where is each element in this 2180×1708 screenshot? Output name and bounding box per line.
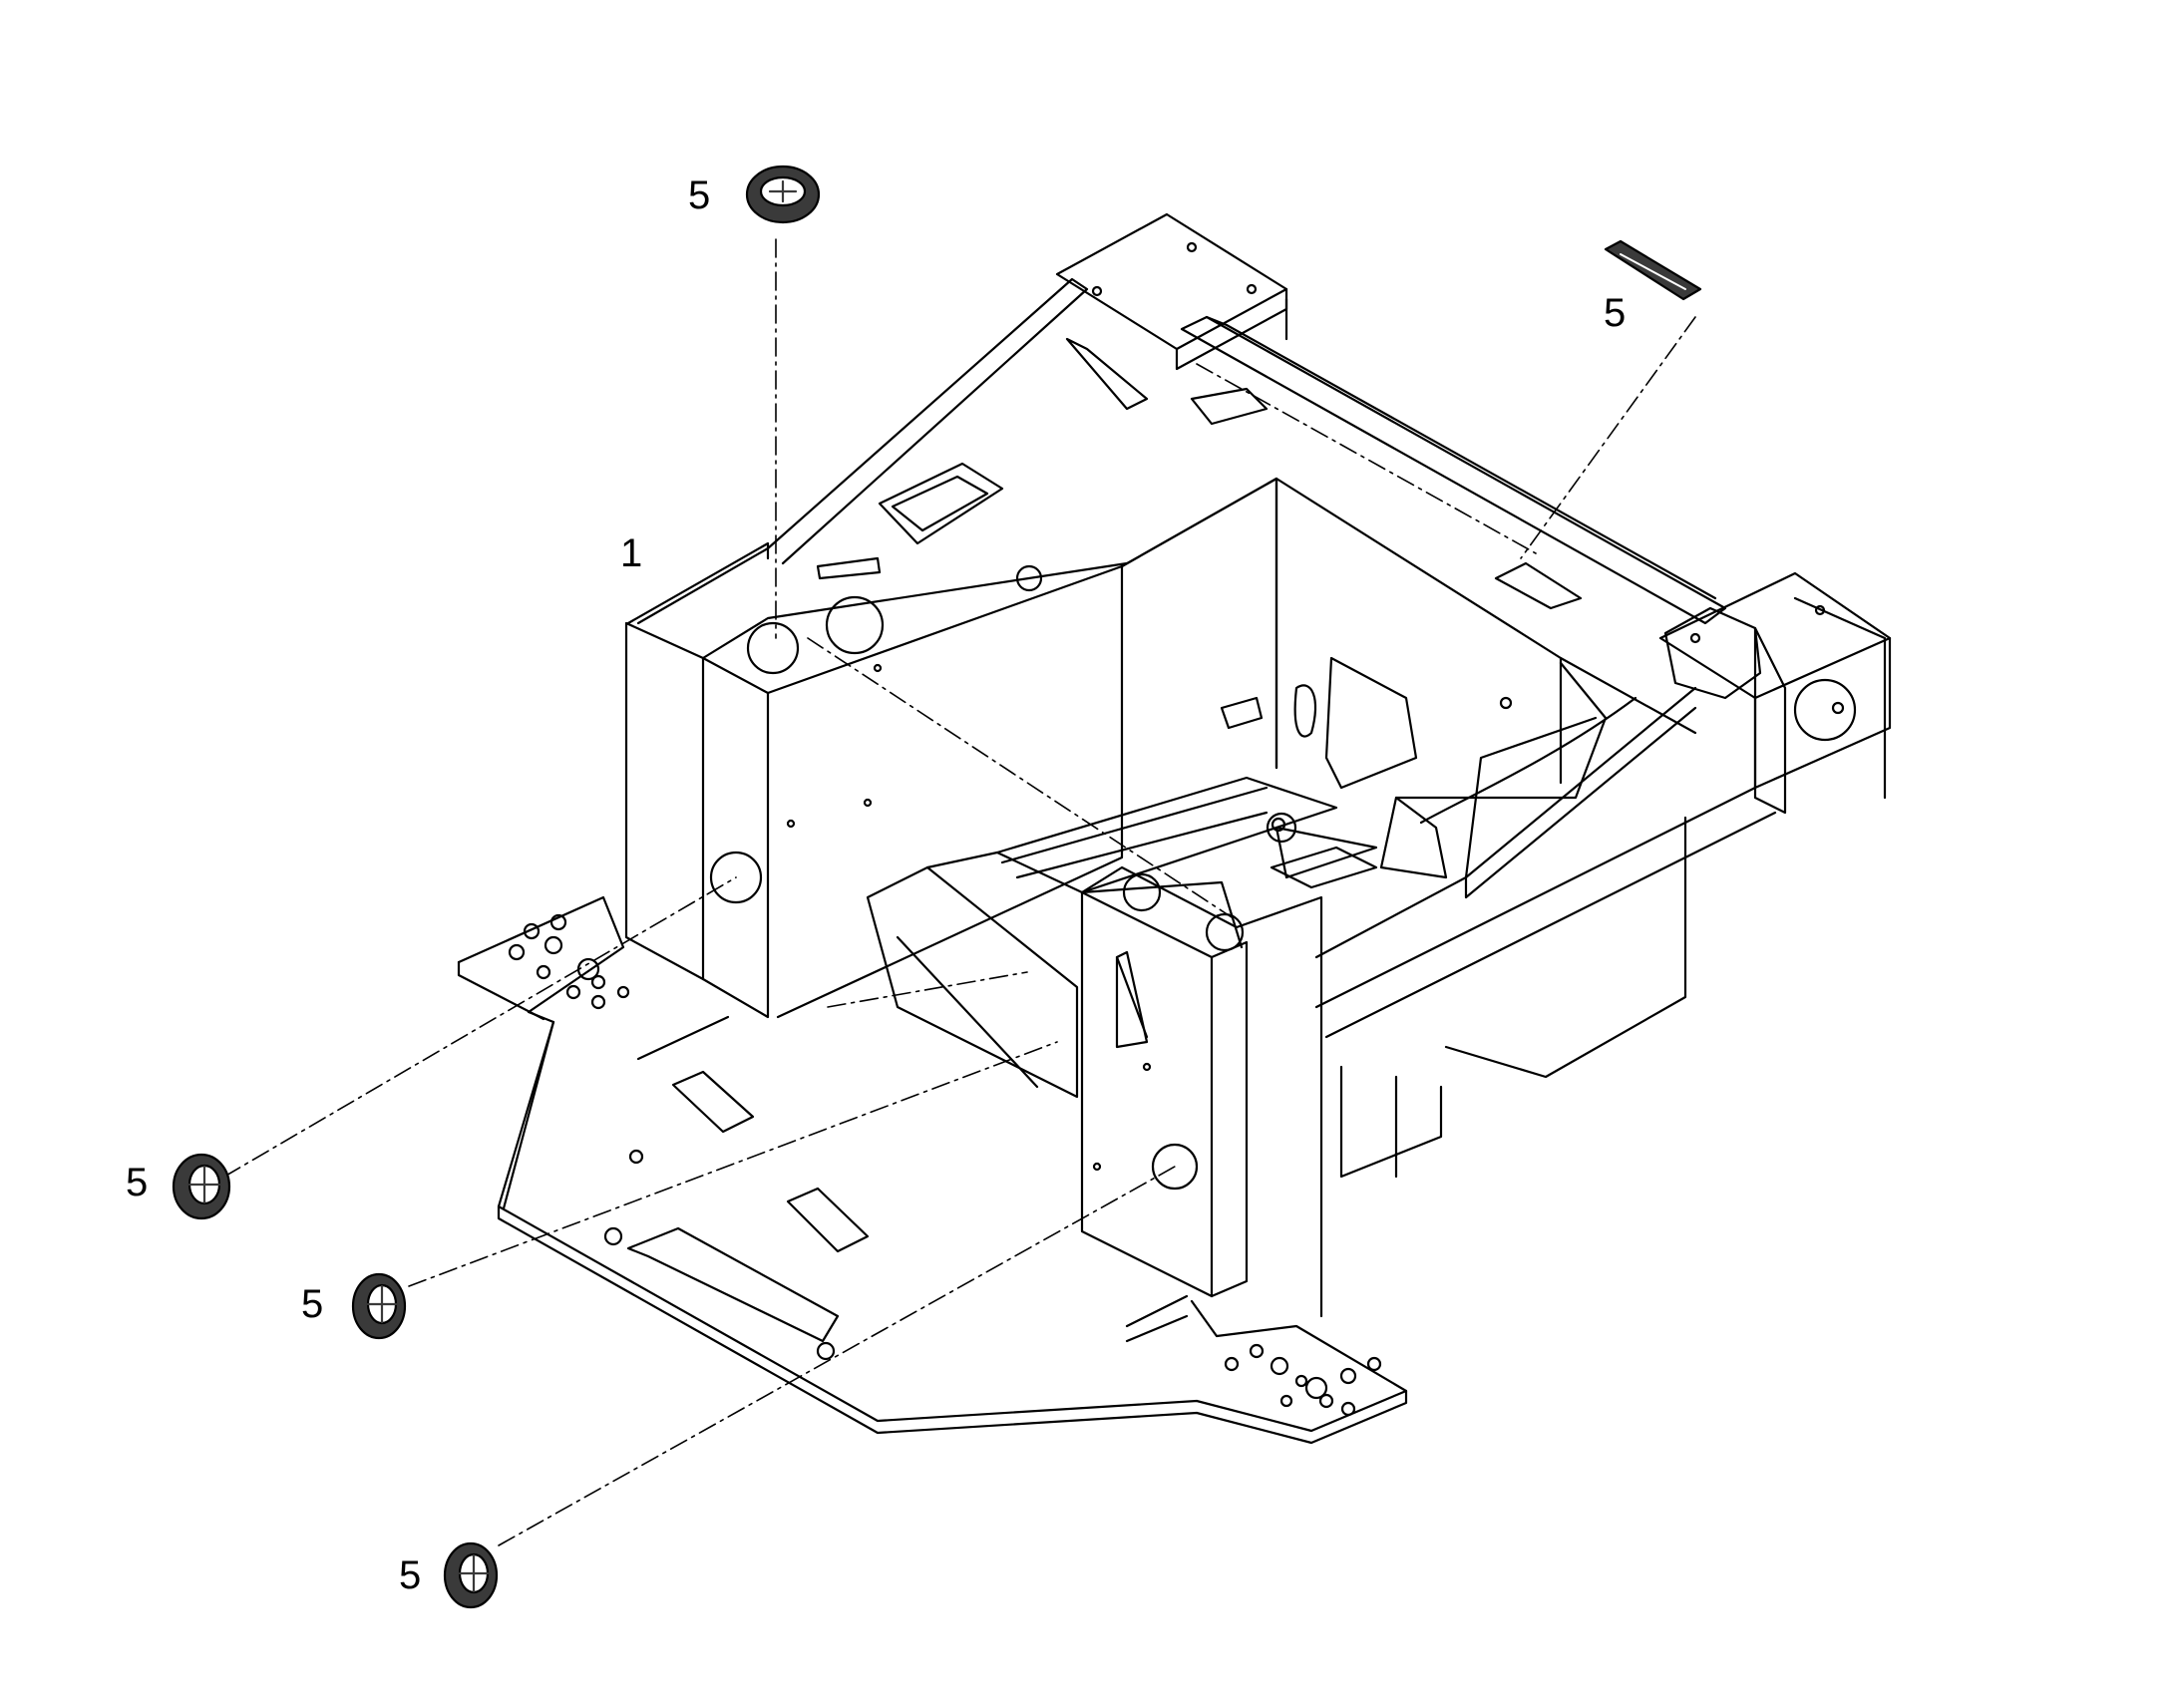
left-rail bbox=[636, 212, 1288, 625]
right-channel bbox=[1314, 596, 1887, 1179]
back-wall bbox=[1120, 477, 1697, 790]
callout-grommet-top: 5 bbox=[688, 173, 711, 217]
callout-grommet-rear-slot: 5 bbox=[1604, 291, 1627, 335]
front-tower bbox=[1080, 865, 1323, 1328]
grommet-rear-slot-icon bbox=[1604, 239, 1702, 301]
right-end-block bbox=[1658, 571, 1892, 790]
back-rail bbox=[1180, 315, 1727, 625]
grommet-left-3-icon bbox=[443, 1541, 499, 1609]
callout-grommet-left-2: 5 bbox=[301, 1282, 324, 1326]
leader-lines bbox=[223, 238, 1696, 1546]
middle-frame bbox=[866, 716, 1598, 1099]
grommet-left-2-icon bbox=[351, 1272, 407, 1340]
base-plate bbox=[457, 895, 1408, 1445]
callout-frame: 1 bbox=[620, 531, 643, 575]
grommet-left-1-icon bbox=[172, 1153, 231, 1220]
grommet-top-icon bbox=[745, 165, 821, 224]
callout-grommet-left-3: 5 bbox=[399, 1553, 422, 1597]
callout-grommet-left-1: 5 bbox=[126, 1161, 149, 1204]
left-tower bbox=[624, 462, 1278, 1019]
